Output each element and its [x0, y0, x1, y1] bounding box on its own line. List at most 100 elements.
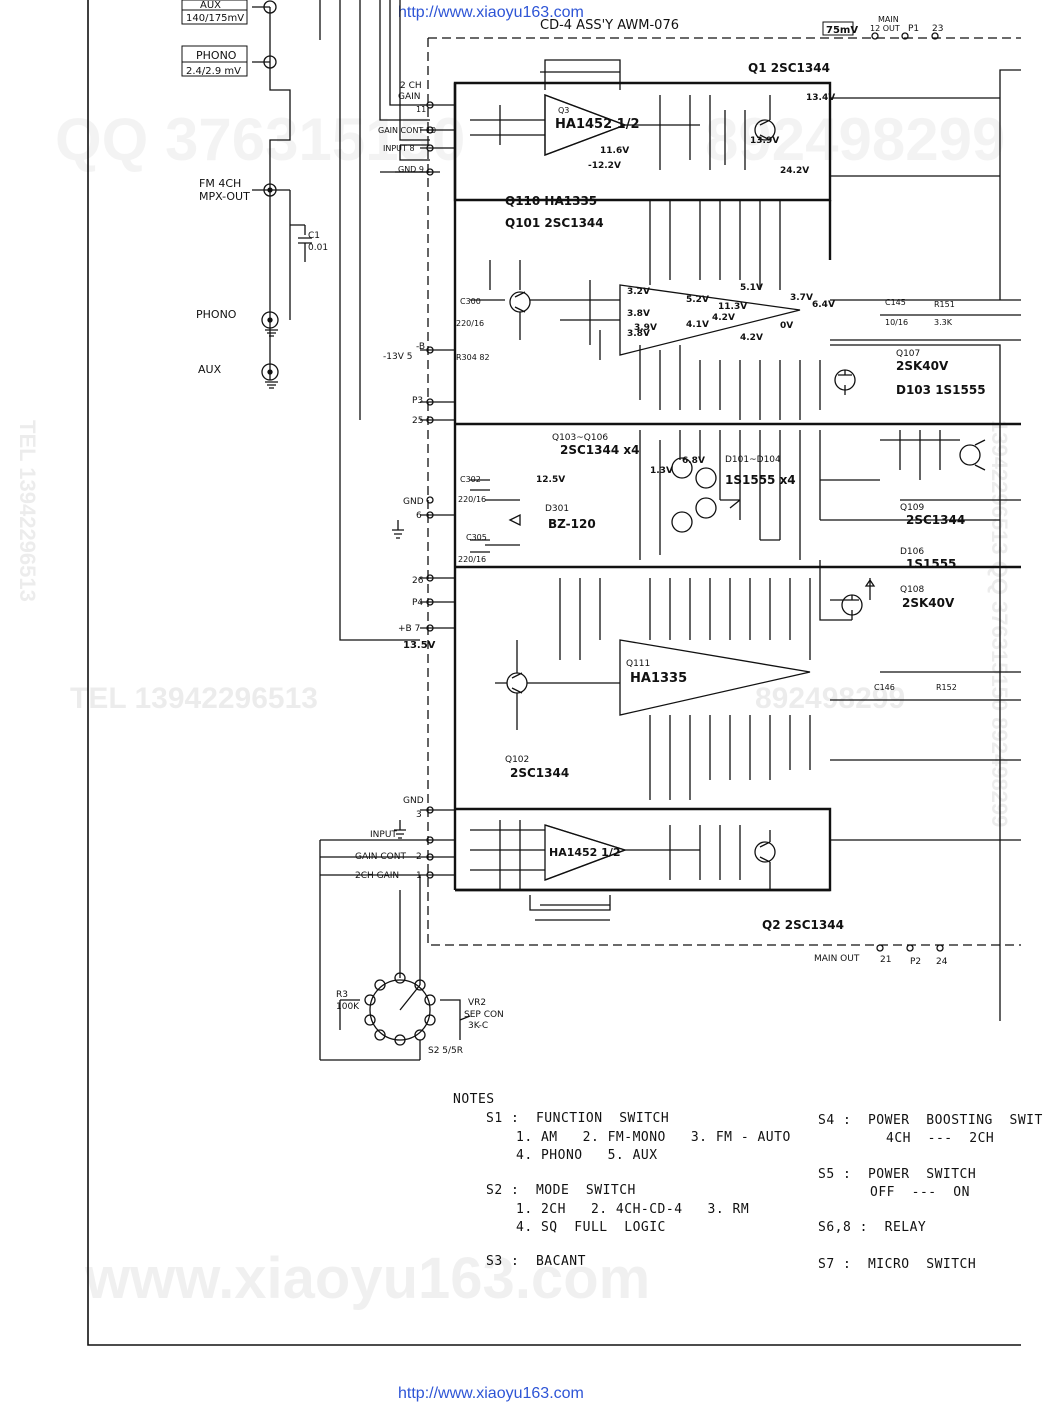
- ha1452-bottom-label: HA1452 1/2: [549, 846, 621, 859]
- v125-label: 12.5V: [536, 475, 565, 485]
- v0-label: 0V: [780, 321, 793, 331]
- q109-label: Q109: [900, 503, 925, 513]
- phono-label: PHONO: [196, 308, 237, 321]
- sep-value: 3K-C: [468, 1021, 488, 1031]
- note-s7: S7 : MICRO SWITCH: [818, 1257, 977, 1272]
- note-s5-opts: OFF --- ON: [870, 1185, 970, 1200]
- note-s68: S6,8 : RELAY: [818, 1220, 927, 1235]
- pin-gain-cont-b: GAIN CONT: [355, 852, 406, 862]
- r3-label: R3: [336, 990, 348, 1000]
- watermark-site: www.xiaoyu163.com: [85, 1246, 651, 1311]
- level-box: 75mV: [826, 25, 858, 36]
- v68-label: 6.8V: [682, 456, 705, 466]
- note-s2: S2 : MODE SWITCH: [486, 1183, 636, 1198]
- c145-label: C145: [885, 298, 906, 307]
- v113-label: 11.3V: [718, 302, 747, 312]
- r152-label: R152: [936, 683, 957, 692]
- mpx-out-label: MPX-OUT: [199, 190, 250, 203]
- main-out-bottom: MAIN OUT: [814, 954, 860, 964]
- vneg122-label: -12.2V: [588, 161, 621, 171]
- pin-2ch-gain-low: 2CH GAIN: [355, 871, 399, 881]
- v51-label: 5.1V: [740, 283, 763, 293]
- bz120-label: BZ-120: [548, 517, 596, 531]
- note-s5: S5 : POWER SWITCH: [818, 1167, 977, 1182]
- pin-minus13-5: -13V 5: [383, 352, 412, 362]
- v42b-label: 4.2V: [740, 333, 763, 343]
- fm-4ch-label: FM 4CH: [199, 177, 241, 190]
- aux-level: 140/175mV: [186, 13, 244, 24]
- ha1452-top-label: HA1452 1/2: [555, 117, 640, 132]
- q102-label: Q102: [505, 755, 529, 765]
- pin-gain-label: GAIN: [398, 92, 421, 102]
- q2-label: Q2 2SC1344: [762, 918, 844, 932]
- aux-label: AUX: [198, 363, 222, 376]
- pin23-label: 23: [932, 24, 943, 34]
- c305-label: C305: [466, 533, 487, 542]
- sk40-label: 2SK40V: [896, 359, 949, 373]
- pin-3: 3: [416, 810, 422, 820]
- v38b-label: 3.8V: [627, 329, 650, 339]
- url-top[interactable]: http://www.xiaoyu163.com: [398, 4, 584, 21]
- s2-switch-label: S2 5/5R: [428, 1046, 463, 1056]
- notes-section: NOTES S1 : FUNCTION SWITCH 1. AM 2. FM-M…: [0, 0, 1042, 1272]
- note-s3: S3 : BACANT: [486, 1254, 586, 1269]
- watermark-qq-top: QQ 376315150: [55, 105, 465, 174]
- c300-value: 220/16: [456, 319, 484, 328]
- ha1335-bottom-label: HA1335: [630, 671, 687, 686]
- assy-title: CD-4 ASS'Y AWM-076: [540, 18, 679, 33]
- v37-label: 3.7V: [790, 293, 813, 303]
- note-s1: S1 : FUNCTION SWITCH: [486, 1111, 670, 1126]
- v13-label: 1.3V: [650, 466, 673, 476]
- notes-title: NOTES: [453, 1092, 495, 1107]
- pin-25: 25: [412, 416, 423, 426]
- v39-label: 3.9V: [634, 323, 657, 333]
- pin-6: 6: [416, 511, 422, 521]
- vr2-label: VR2: [468, 998, 486, 1008]
- pin-plus-b-7: +B 7: [398, 624, 420, 634]
- note-s1-opts2: 4. PHONO 5. AUX: [516, 1148, 658, 1163]
- c305-value: 220/16: [458, 555, 486, 564]
- sk40-108-label: 2SK40V: [902, 596, 955, 610]
- main-out-top: MAIN: [878, 15, 899, 24]
- pin-p4: P4: [412, 598, 423, 608]
- pin-gnd-9: GND 9: [398, 165, 424, 174]
- q110-label: Q110 HA1335: [505, 194, 597, 208]
- phono-level: 2.4/2.9 mV: [186, 66, 241, 77]
- c146-label: C146: [874, 683, 895, 692]
- r3-value: 100K: [336, 1002, 360, 1012]
- d101-104-label: D101~D104: [725, 455, 781, 465]
- v242-label: 24.2V: [780, 166, 809, 176]
- p1-label: P1: [908, 24, 919, 34]
- v38-label: 3.8V: [627, 309, 650, 319]
- c1-label: C1: [308, 231, 320, 241]
- q1-label: Q1 2SC1344: [748, 61, 830, 75]
- q108-label: Q108: [900, 585, 925, 595]
- watermark-tel-mid: TEL 13942296513: [70, 682, 318, 715]
- c302-label: C302: [460, 475, 481, 484]
- pin-p3: P3: [412, 396, 423, 406]
- note-s2-opts2: 4. SQ FULL LOGIC: [516, 1220, 666, 1235]
- sep-con-label: SEP CON: [464, 1010, 504, 1020]
- c145-value: 10/16: [885, 318, 908, 327]
- pin-input-8: INPUT 8: [383, 144, 415, 153]
- url-bottom[interactable]: http://www.xiaoyu163.com: [398, 1385, 584, 1402]
- d103-label: D103 1S1555: [896, 383, 986, 397]
- r151-value: 3.3K: [934, 318, 953, 327]
- q103-106-label: Q103~Q106: [552, 433, 608, 443]
- r304-label: R304 82: [456, 353, 490, 362]
- pin-gain-cont-10: GAIN CONT 10: [378, 126, 436, 135]
- sc1344x4-label: 2SC1344 x4: [560, 443, 639, 457]
- watermark-qq-mid-tail: 892498299: [755, 682, 906, 715]
- v52-label: 5.2V: [686, 295, 709, 305]
- v41-label: 4.1V: [686, 320, 709, 330]
- main-out-top2: 12 OUT: [870, 24, 900, 33]
- v134-label: 13.4V: [806, 93, 835, 103]
- note-s1-opts: 1. AM 2. FM-MONO 3. FM - AUTO: [516, 1130, 791, 1145]
- note-s2-opts: 1. 2CH 2. 4CH-CD-4 3. RM: [516, 1202, 750, 1217]
- v64-label: 6.4V: [812, 300, 835, 310]
- pin-p2: P2: [910, 957, 921, 967]
- pin-11: 11: [416, 105, 426, 114]
- pin-input-b: INPUT: [370, 830, 397, 840]
- phono-box-label: PHONO: [196, 49, 237, 62]
- pin-24: 24: [936, 957, 948, 967]
